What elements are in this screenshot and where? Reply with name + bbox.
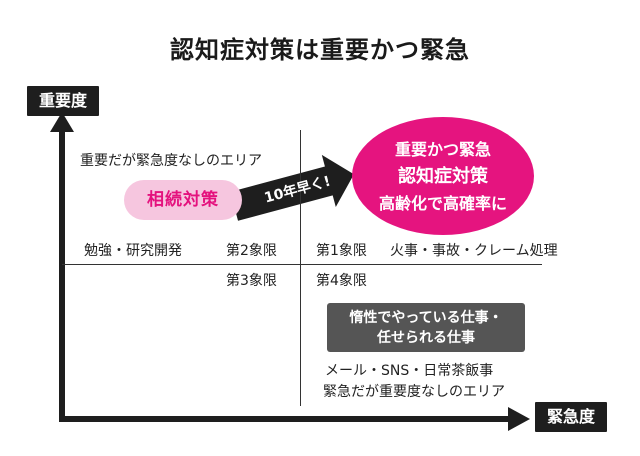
- x-axis-arrowhead: [508, 407, 530, 431]
- q2-name: 第2象限: [226, 243, 277, 259]
- q4-area-label: 緊急だが重要度なしのエリア: [323, 384, 505, 400]
- q1-name: 第1象限: [316, 243, 367, 259]
- y-axis-arrowhead: [50, 112, 74, 132]
- q1-example: 火事・事故・クレーム処理: [390, 243, 558, 259]
- q4-example: メール・SNS・日常茶飯事: [325, 363, 494, 379]
- q2-area-label: 重要だが緊急度なしのエリア: [80, 153, 262, 169]
- q1-callout-line: 高齢化で高確率に: [378, 193, 507, 213]
- q2-example: 勉強・研究開発: [84, 243, 182, 259]
- q1-callout-line: 認知症対策: [398, 165, 488, 187]
- q2-pill-label: 相続対策: [124, 180, 242, 220]
- ten-years-arrow: [230, 154, 354, 221]
- q1-callout-line: 重要かつ緊急: [394, 139, 491, 159]
- q4-box: 惰性でやっている仕事・ 任せられる仕事: [327, 303, 525, 352]
- axis-lines: [59, 128, 510, 422]
- y-axis-label: 重要度: [27, 86, 99, 116]
- q4-box-line: 任せられる仕事: [377, 329, 475, 346]
- q4-box-line: 惰性でやっている仕事・: [349, 309, 503, 326]
- quadrant-divider-horizontal: [62, 264, 542, 265]
- page-title: 認知症対策は重要かつ緊急: [170, 36, 470, 64]
- q1-callout: 重要かつ緊急 認知症対策 高齢化で高確率に: [352, 117, 534, 235]
- x-axis-label: 緊急度: [535, 402, 607, 432]
- quadrant-divider-vertical: [300, 130, 301, 406]
- q3-name: 第3象限: [226, 273, 277, 289]
- q4-name: 第4象限: [316, 273, 367, 289]
